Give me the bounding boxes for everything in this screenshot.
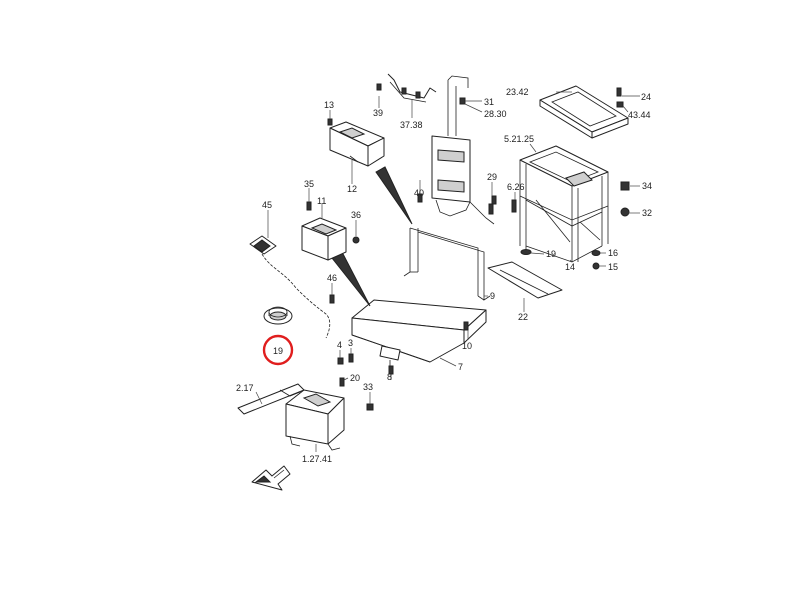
- callout-36: 36: [351, 210, 361, 220]
- callout-20: 20: [350, 373, 360, 383]
- callout-15: 15: [608, 262, 618, 272]
- callout-5-21-25: 5.21.25: [504, 134, 534, 144]
- callout-19-highlighted[interactable]: 19: [273, 346, 283, 356]
- clamp-37-38: [387, 73, 437, 103]
- cable-45: [249, 235, 331, 339]
- grommet-19: [263, 306, 293, 325]
- callout-24: 24: [641, 92, 651, 102]
- housing-1-27-41: [285, 389, 345, 451]
- callout-32: 32: [642, 208, 652, 218]
- callout-37-38: 37.38: [400, 120, 423, 130]
- callout-8: 8: [387, 372, 392, 382]
- callout-12: 12: [347, 184, 357, 194]
- callout-13: 13: [324, 100, 334, 110]
- assembly-arrow-lower: [331, 251, 371, 307]
- highlight-circle: [262, 334, 294, 366]
- callout-7: 7: [458, 362, 463, 372]
- callout-14: 14: [565, 262, 575, 272]
- support-frame: [403, 227, 491, 301]
- cover-plate-23-42: [539, 85, 629, 139]
- callout-43-44: 43.44: [628, 110, 651, 120]
- callout-1-27-41: 1.27.41: [302, 454, 332, 464]
- callout-31: 31: [484, 97, 494, 107]
- callout-40: 40: [414, 188, 424, 198]
- callout-19-frame: 19: [546, 249, 556, 259]
- callout-16: 16: [608, 248, 618, 258]
- callout-3: 3: [348, 338, 353, 348]
- callout-34: 34: [642, 181, 652, 191]
- callout-23-42: 23.42: [506, 87, 529, 97]
- base-platform: [351, 299, 487, 368]
- callout-4: 4: [337, 340, 342, 350]
- callout-39: 39: [373, 108, 383, 118]
- box-frame-5-21-25: [519, 145, 609, 263]
- callout-45: 45: [262, 200, 272, 210]
- direction-arrow-icon: [251, 465, 291, 491]
- callout-11: 11: [317, 196, 326, 206]
- callout-28-30: 28.30: [484, 109, 507, 119]
- callout-46: 46: [327, 273, 337, 283]
- callout-33: 33: [363, 382, 373, 392]
- callout-6-26: 6.26: [507, 182, 525, 192]
- leader-lines: [255, 91, 640, 452]
- callout-9: 9: [490, 291, 495, 301]
- callout-35: 35: [304, 179, 314, 189]
- callout-22: 22: [518, 312, 528, 322]
- mounting-bracket-12: [329, 121, 385, 167]
- callout-29: 29: [487, 172, 497, 182]
- control-box-11: [301, 217, 347, 261]
- vertical-bracket-40: [431, 75, 495, 225]
- mat-22: [487, 261, 563, 299]
- callout-10: 10: [462, 341, 472, 351]
- plate-2-17: [237, 383, 305, 415]
- callout-labels: 13 39 37.38 31 28.30 23.42 24 43.44 5.21…: [236, 87, 652, 464]
- assembly-arrow-upper: [375, 166, 413, 225]
- callout-2-17: 2.17: [236, 383, 254, 393]
